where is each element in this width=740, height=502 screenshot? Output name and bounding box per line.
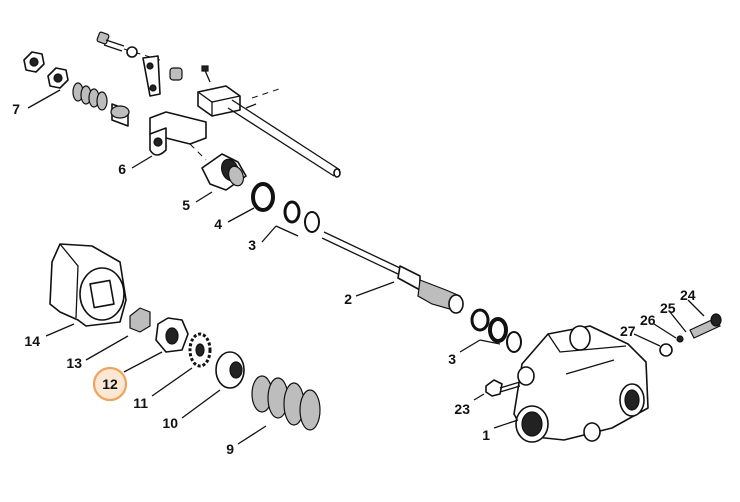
label-13: 13	[66, 355, 82, 371]
leader-lines	[27, 89, 705, 445]
label-25: 25	[660, 300, 676, 316]
label-4: 3	[248, 237, 256, 253]
screw-23	[485, 379, 521, 397]
label-12-highlighted: 12	[102, 376, 118, 392]
label-6: 5	[182, 197, 190, 213]
label-27: 27	[620, 323, 636, 339]
linkage-assembly	[23, 31, 341, 178]
label-14: 14	[24, 333, 40, 349]
label-11: 11	[133, 395, 148, 411]
valve-housing	[513, 325, 649, 443]
label-10: 10	[162, 415, 178, 431]
label-26: 26	[640, 312, 656, 328]
label-8: 7	[12, 101, 20, 117]
label-3: 3	[448, 351, 456, 367]
label-9: 9	[226, 441, 234, 457]
fitting-and-seals	[201, 153, 320, 233]
part-labels: 7 6 5 4 3 2 3 23 1 14 13 11 10 9 24 25 2…	[12, 101, 696, 457]
label-2: 2	[344, 291, 352, 307]
label-1: 1	[482, 427, 490, 443]
label-24: 24	[680, 287, 696, 303]
stem-rod	[321, 231, 464, 314]
left-assembly	[49, 243, 321, 431]
label-5: 4	[214, 216, 222, 232]
label-7: 6	[118, 161, 126, 177]
small-parts-24-27	[659, 313, 722, 357]
label-23: 23	[454, 401, 470, 417]
highlight-circle	[92, 366, 128, 402]
seal-rings-3	[470, 308, 522, 353]
highlighted-callout: 12	[92, 366, 128, 402]
